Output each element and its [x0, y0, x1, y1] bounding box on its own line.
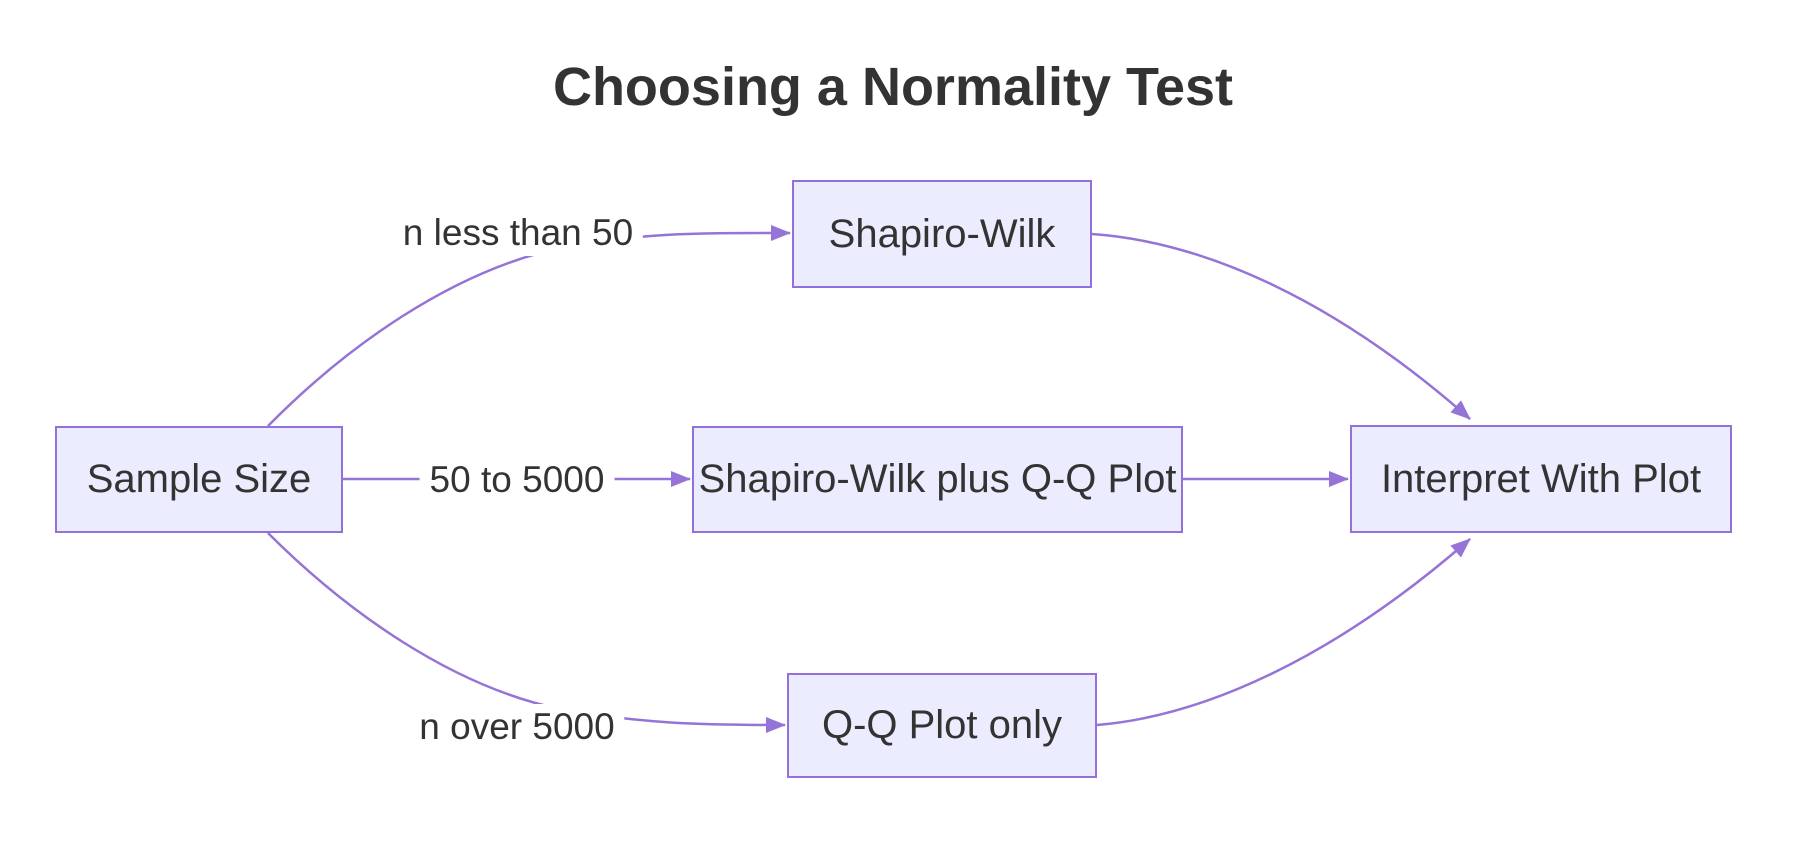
edge-sample-to-shapiro-wilk [267, 224, 791, 427]
edge-label-n-less-than-50: n less than 50 [392, 210, 644, 256]
node-qq-plot-only-label: Q-Q Plot only [821, 703, 1063, 747]
node-interpret-with-plot: Interpret With Plot [1350, 425, 1732, 533]
node-shapiro-wilk: Shapiro-Wilk [792, 180, 1092, 288]
node-interpret-with-plot-label: Interpret With Plot [1380, 456, 1702, 501]
edge-label-n-over-5000: n over 5000 [409, 704, 625, 750]
node-shapiro-wilk-plus-qq-plot: Shapiro-Wilk plus Q-Q Plot [692, 426, 1183, 533]
edge-sample-to-qq-only [267, 532, 786, 733]
node-shapiro-wilk-label: Shapiro-Wilk [828, 211, 1056, 256]
edge-qq-only-to-interpret [1096, 538, 1471, 727]
edge-shapiro-wilk-to-interpret [1091, 232, 1471, 420]
edge-label-50-to-5000: 50 to 5000 [419, 457, 615, 503]
node-qq-plot-only: Q-Q Plot only [787, 673, 1097, 778]
node-sample-size-label: Sample Size [86, 457, 312, 501]
node-sample-size: Sample Size [55, 426, 343, 533]
node-shapiro-wilk-plus-qq-plot-label: Shapiro-Wilk plus Q-Q Plot [698, 457, 1177, 501]
diagram-title: Choosing a Normality Test [552, 57, 1234, 117]
